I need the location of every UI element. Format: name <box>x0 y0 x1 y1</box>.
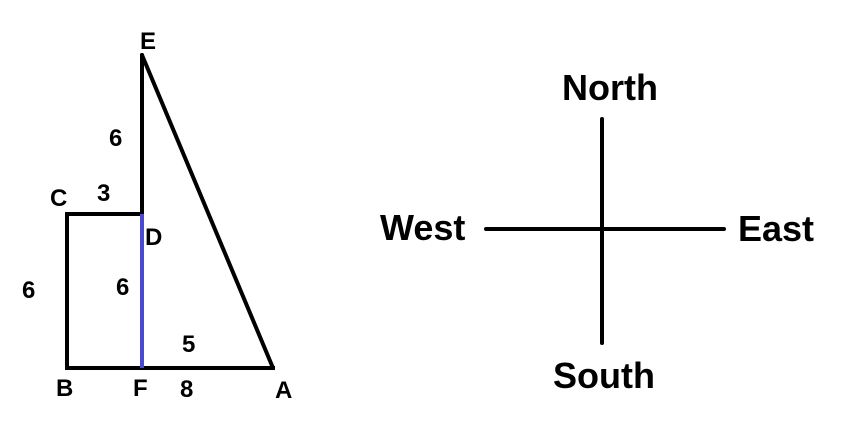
vertex-label-f: F <box>133 375 148 402</box>
length-label-df: 6 <box>116 274 129 301</box>
compass-label-north: North <box>562 67 658 108</box>
compass-label-east: East <box>738 208 814 249</box>
compass-label-west: West <box>380 207 465 248</box>
compass-rose: North South West East <box>380 67 814 396</box>
length-label-bc: 6 <box>22 277 35 304</box>
length-label-cd: 3 <box>97 180 110 207</box>
vertex-label-a: A <box>275 377 292 404</box>
compass-label-south: South <box>553 355 655 396</box>
length-label-fa-upper: 5 <box>182 331 195 358</box>
vertex-label-d: D <box>145 224 162 251</box>
length-label-fa-lower: 8 <box>180 376 193 403</box>
vertex-label-c: C <box>50 185 67 212</box>
vertex-label-b: B <box>56 375 73 402</box>
vertex-label-e: E <box>140 28 156 55</box>
length-label-ed: 6 <box>109 125 122 152</box>
geometry-figure: E C D B F A 6 3 6 6 5 8 <box>22 28 292 404</box>
segment-ea <box>140 53 275 370</box>
